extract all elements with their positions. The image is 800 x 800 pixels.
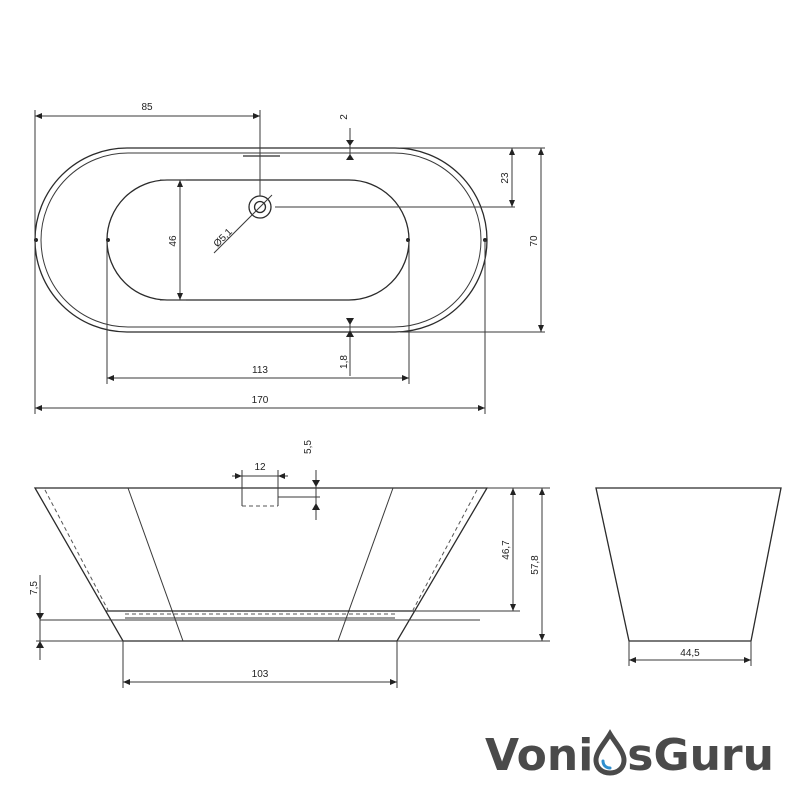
drain-inner [253,200,267,214]
top-view: 85 2 1,8 23 70 46 Ø5,1 113 [34,102,545,414]
basin-outline [106,179,410,301]
dim-label-2: 2 [339,114,350,120]
dim-label-57-8: 57,8 [530,555,541,575]
dim-label-1-8: 1,8 [339,355,350,369]
brand-logo: Voni sGuru [485,729,774,781]
end-shell [595,487,782,642]
logo-part2: sGuru [627,730,774,781]
dim-label-12: 12 [254,462,266,473]
dim-label-85: 85 [141,102,153,113]
logo-part1: Voni [485,730,593,781]
water-drop-icon [593,729,627,776]
dim-label-23: 23 [500,172,511,184]
dim-label-113: 113 [252,365,268,376]
dim-label-46: 46 [168,235,179,247]
dim-label-44-5: 44,5 [680,648,700,659]
dim-label-103: 103 [252,669,269,680]
dim-label-5-5: 5,5 [303,440,314,454]
end-view: 44,5 [595,487,782,666]
drain-leader [213,194,273,254]
dim-label-170: 170 [252,395,269,406]
side-view: 12 5,5 46,7 57,8 7,5 103 [29,440,550,688]
dim-label-70: 70 [529,235,540,247]
inner-rim [40,152,482,328]
dim-label-7-5: 7,5 [29,581,40,595]
dim-label-drain: Ø5,1 [212,226,235,249]
dim-label-46-7: 46,7 [501,540,512,560]
outer-rim [34,147,488,333]
